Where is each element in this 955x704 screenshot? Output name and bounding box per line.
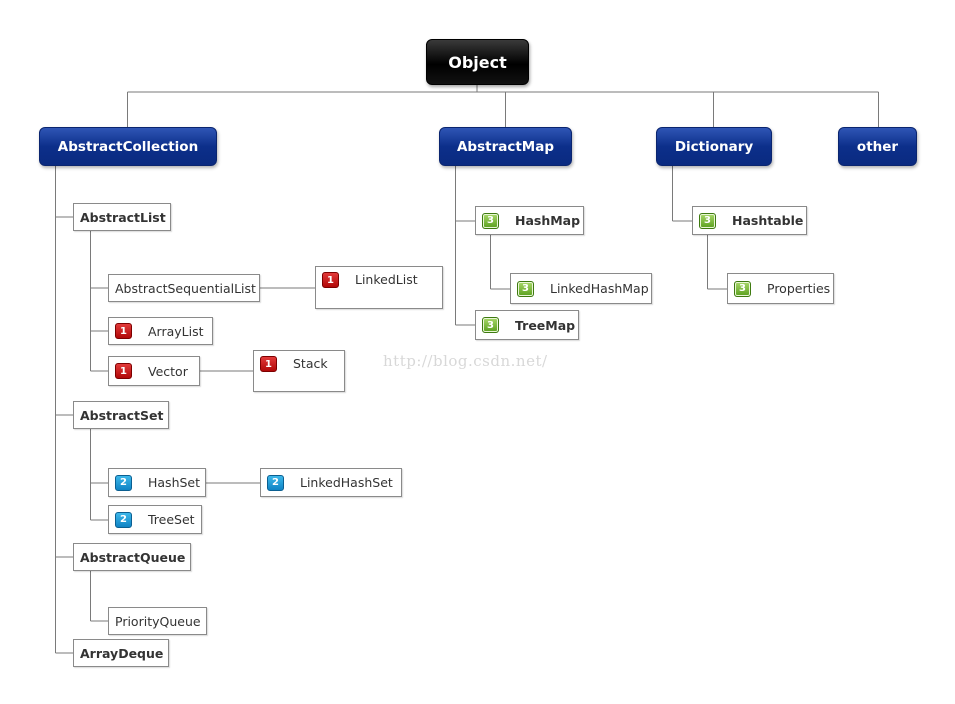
priority-3-badge-icon: 3 xyxy=(734,280,751,297)
linked-hash-map-label: LinkedHashMap xyxy=(550,281,649,296)
array-list-node: 1 ArrayList xyxy=(108,317,213,345)
array-deque-node: ArrayDeque xyxy=(73,639,169,667)
abstract-list-label: AbstractList xyxy=(80,209,166,225)
hash-map-node: 3 HashMap xyxy=(475,206,584,235)
priority-1-badge-icon: 1 xyxy=(115,323,132,339)
priority-1-badge-icon: 1 xyxy=(322,272,339,288)
object-node: Object xyxy=(426,39,529,85)
dictionary-label: Dictionary xyxy=(674,138,754,155)
abstract-queue-label: AbstractQueue xyxy=(80,549,186,565)
priority-queue-label: PriorityQueue xyxy=(115,613,201,629)
priority-3-badge-icon: 3 xyxy=(517,280,534,297)
hashtable-label: Hashtable xyxy=(732,213,804,228)
other-label: other xyxy=(856,138,899,155)
abstract-map-node: AbstractMap xyxy=(439,127,572,166)
tree-set-label: TreeSet xyxy=(148,512,195,527)
abstract-set-node: AbstractSet xyxy=(73,401,169,429)
tree-map-node: 3 TreeMap xyxy=(475,310,579,340)
abstract-list-node: AbstractList xyxy=(73,203,171,231)
object-label: Object xyxy=(448,52,507,72)
hash-set-label: HashSet xyxy=(148,475,201,490)
linked-list-label: LinkedList xyxy=(355,272,418,287)
stack-node: 1 Stack xyxy=(253,350,345,392)
vector-node: 1 Vector xyxy=(108,356,200,386)
array-list-label: ArrayList xyxy=(148,323,204,339)
priority-3-badge-icon: 3 xyxy=(482,317,499,333)
linked-hash-set-node: 2 LinkedHashSet xyxy=(260,468,402,497)
abstract-collection-label: AbstractCollection xyxy=(57,138,199,155)
priority-queue-node: PriorityQueue xyxy=(108,607,207,635)
vector-label: Vector xyxy=(148,363,188,379)
abstract-set-label: AbstractSet xyxy=(80,407,164,423)
priority-1-badge-icon: 1 xyxy=(115,363,132,379)
tree-map-label: TreeMap xyxy=(515,317,576,333)
priority-2-badge-icon: 2 xyxy=(115,474,132,491)
hash-map-label: HashMap xyxy=(515,213,581,228)
priority-2-badge-icon: 2 xyxy=(115,511,132,528)
properties-node: 3 Properties xyxy=(727,273,834,304)
abstract-queue-node: AbstractQueue xyxy=(73,543,191,571)
watermark-url: http://blog.csdn.net/ xyxy=(383,352,548,370)
linked-list-node: 1 LinkedList xyxy=(315,266,443,309)
priority-3-badge-icon: 3 xyxy=(482,212,499,229)
stack-label: Stack xyxy=(293,356,328,371)
hashtable-node: 3 Hashtable xyxy=(692,206,807,235)
abstract-map-label: AbstractMap xyxy=(456,138,555,155)
dictionary-node: Dictionary xyxy=(656,127,772,166)
other-node: other xyxy=(838,127,917,166)
linked-hash-map-node: 3 LinkedHashMap xyxy=(510,273,652,304)
tree-set-node: 2 TreeSet xyxy=(108,505,202,534)
abstract-sequential-list-node: AbstractSequentialList xyxy=(108,274,260,302)
priority-2-badge-icon: 2 xyxy=(267,474,284,491)
priority-3-badge-icon: 3 xyxy=(699,212,716,229)
hash-set-node: 2 HashSet xyxy=(108,468,206,497)
priority-1-badge-icon: 1 xyxy=(260,356,277,372)
abstract-collection-node: AbstractCollection xyxy=(39,127,217,166)
array-deque-label: ArrayDeque xyxy=(80,645,164,661)
linked-hash-set-label: LinkedHashSet xyxy=(300,475,393,490)
properties-label: Properties xyxy=(767,281,831,296)
abstract-sequential-list-label: AbstractSequentialList xyxy=(115,280,256,296)
